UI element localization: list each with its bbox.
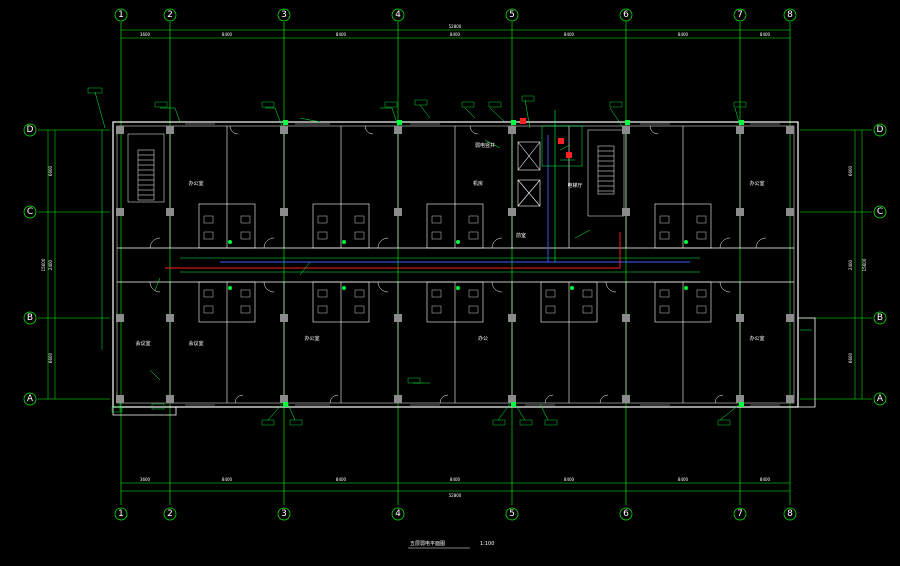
axis-labels-left: D C B A	[27, 125, 34, 404]
dim-top-4: 8400	[450, 32, 461, 37]
columns	[116, 126, 794, 403]
outlet-markers	[228, 120, 744, 407]
bathroom-pods-upper	[198, 203, 712, 249]
sanitary-fixtures	[203, 215, 707, 314]
dim-left-total: 15600	[41, 258, 46, 271]
stair-left	[127, 133, 165, 203]
label-tags	[87, 87, 747, 426]
axis-top-5: 5	[509, 10, 515, 20]
dim-top-2: 8400	[222, 32, 233, 37]
dimension-lines	[47, 29, 863, 492]
axis-right-A: A	[877, 394, 884, 404]
axis-labels-bottom: 1 2 3 4 5 6 7 8	[118, 509, 793, 519]
room-label-5: 电梯厅	[567, 182, 582, 189]
axis-left-B: B	[27, 313, 33, 323]
dim-left-2: 2400	[48, 259, 53, 270]
room-label-3: 机房	[473, 180, 483, 187]
axis-top-1: 1	[118, 10, 124, 20]
dim-top-6: 8400	[678, 32, 689, 37]
axis-grid	[38, 22, 872, 505]
dim-right-2: 2400	[848, 259, 853, 270]
axis-top-7: 7	[737, 10, 743, 20]
axis-left-D: D	[27, 125, 34, 135]
riser-shaft	[520, 118, 583, 167]
axis-labels-top: 1 2 3 4 5 6 7 8	[118, 10, 793, 20]
room-labels: 办公室 会议室 机房 前室 电梯厅 办公室 办公室 办公 会议室 办公室 弱电竖…	[135, 142, 764, 347]
axis-left-C: C	[27, 207, 33, 217]
dim-top-3: 8400	[336, 32, 347, 37]
dim-bot-5: 8400	[564, 477, 575, 482]
axis-bot-3: 3	[281, 509, 287, 519]
dim-top-5: 8400	[564, 32, 575, 37]
exterior-walls	[112, 121, 816, 416]
riser-note: 弱电竖井	[475, 142, 495, 149]
room-partitions	[169, 126, 741, 403]
dim-left-1: 6600	[48, 165, 53, 176]
elevator-shafts	[517, 141, 541, 207]
axis-right-C: C	[877, 207, 883, 217]
dim-bot-6: 8400	[678, 477, 689, 482]
room-label-9: 会议室	[135, 340, 150, 347]
dim-bot-total: 52800	[449, 493, 462, 498]
doors	[149, 125, 767, 404]
room-label-1: 办公室	[188, 180, 203, 187]
axis-bubbles-right	[873, 123, 887, 406]
axis-top-3: 3	[281, 10, 287, 20]
dim-right-1: 6600	[848, 165, 853, 176]
corridor-walls	[117, 247, 794, 283]
stair-right	[587, 129, 625, 217]
dim-bot-7: 8400	[760, 477, 771, 482]
axis-bot-4: 4	[395, 509, 401, 519]
room-label-6: 办公室	[749, 180, 764, 187]
dim-bot-1: 3600	[140, 477, 151, 482]
axis-bubbles-left	[23, 123, 37, 406]
dim-right-3: 6600	[848, 352, 853, 363]
axis-left-A: A	[27, 394, 34, 404]
top-dimension-texts: 3600 8400 8400 8400 8400 8400 8400 52800	[140, 24, 771, 37]
dim-right-total: 15600	[862, 258, 867, 271]
cable-runs	[165, 110, 700, 273]
axis-right-B: B	[877, 313, 883, 323]
axis-bot-8: 8	[787, 509, 793, 519]
axis-bot-6: 6	[623, 509, 629, 519]
axis-bot-2: 2	[167, 509, 173, 519]
room-label-2: 会议室	[188, 340, 203, 347]
dim-top-7: 8400	[760, 32, 771, 37]
windows	[185, 123, 780, 406]
dim-top-1: 3600	[140, 32, 151, 37]
dim-bot-4: 8400	[450, 477, 461, 482]
dim-bot-3: 8400	[336, 477, 347, 482]
side-dimension-texts: 6600 2400 6600 15600 6600 2400 6600 1560…	[41, 165, 867, 363]
axis-right-D: D	[877, 125, 884, 135]
axis-labels-right: D C B A	[877, 125, 884, 404]
room-label-4: 前室	[516, 232, 526, 239]
axis-bubbles-bottom	[114, 507, 797, 521]
room-label-7: 办公室	[749, 335, 764, 342]
axis-top-4: 4	[395, 10, 401, 20]
dim-bot-2: 8400	[222, 477, 233, 482]
bathroom-pods-lower	[198, 281, 712, 323]
drawing-title-block: 五层弱电平面图 1:100	[408, 540, 494, 549]
drawing-title: 五层弱电平面图	[410, 540, 445, 547]
leader-lines	[94, 91, 812, 421]
axis-bot-5: 5	[509, 509, 515, 519]
axis-bot-7: 7	[737, 509, 743, 519]
dim-left-3: 6600	[48, 352, 53, 363]
axis-top-2: 2	[167, 10, 173, 20]
axis-top-6: 6	[623, 10, 629, 20]
bottom-dimension-texts: 3600 8400 8400 8400 8400 8400 8400 52800	[140, 477, 771, 498]
dim-top-total: 52800	[449, 24, 462, 29]
room-label-10: 办公室	[304, 335, 319, 342]
axis-bot-1: 1	[118, 509, 124, 519]
axis-bubbles-top	[114, 8, 797, 22]
drawing-scale: 1:100	[480, 541, 494, 547]
axis-top-8: 8	[787, 10, 793, 20]
room-label-8: 办公	[478, 335, 488, 342]
